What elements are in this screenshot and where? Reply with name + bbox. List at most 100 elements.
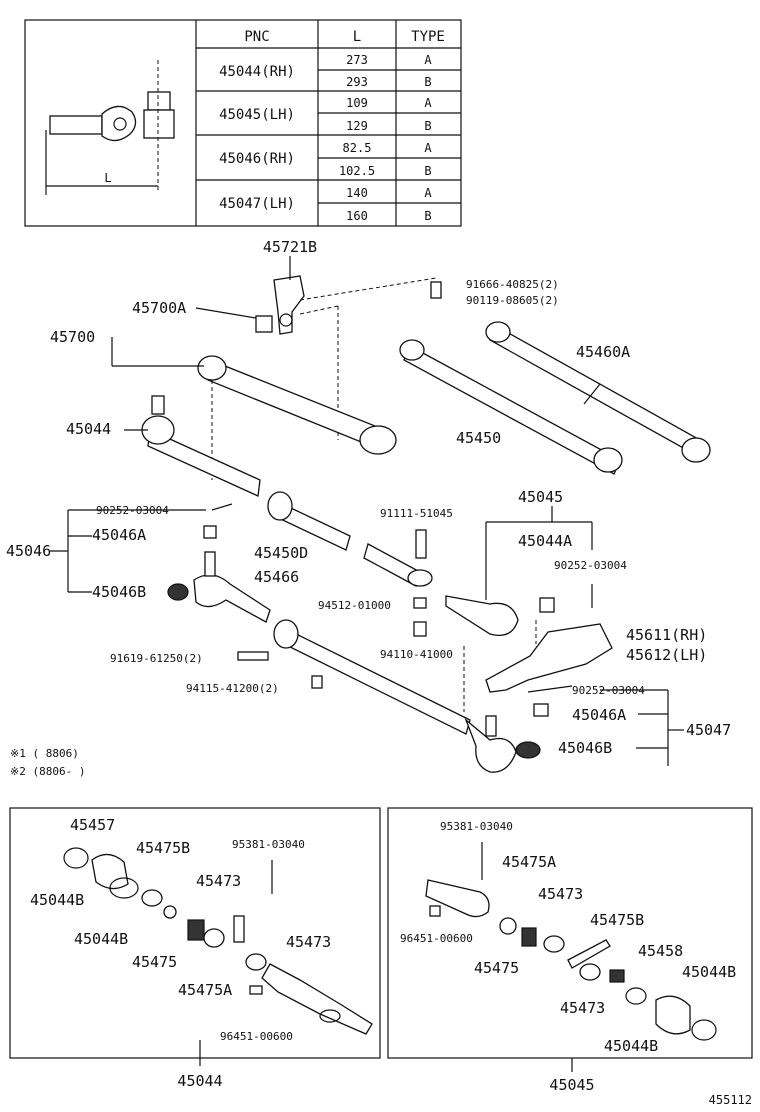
steering-linkage-assembly [50, 256, 711, 773]
tie-rod-socket [425, 879, 490, 918]
callout-labels: 45721B 91666-40825(2) 90119-08605(2) 457… [6, 238, 731, 778]
nut-shape [255, 315, 273, 333]
tie-rod-end-dimension-sketch: L [45, 60, 175, 195]
steering-knuckle-arm [485, 623, 613, 693]
label-96451: 96451-00600 [220, 1030, 293, 1043]
type-cell: A [424, 53, 432, 67]
label-45044b-r1: 45044B [682, 963, 736, 981]
label-45466: 45466 [254, 568, 299, 586]
label-45473-2: 45473 [286, 933, 331, 951]
label-90119: 90119-08605(2) [466, 294, 559, 307]
type-cell: A [424, 186, 432, 200]
l-cell: 293 [346, 75, 368, 89]
l-cell: 102.5 [339, 164, 375, 178]
grease-boot [167, 583, 189, 601]
l-cell: 160 [346, 209, 368, 223]
dimension-table: PNC L TYPE 45044(RH) 273 A 293 B 45045(L… [24, 19, 462, 227]
label-45046b-2: 45046B [558, 739, 612, 757]
pnc-cell: 45044(RH) [219, 64, 295, 80]
label-45473-r2: 45473 [560, 999, 605, 1017]
label-45611: 45611(RH) [626, 626, 707, 644]
label-90252-c: 90252-03004 [572, 684, 645, 697]
label-94110: 94110-41000 [380, 648, 453, 661]
label-91619: 91619-61250(2) [110, 652, 203, 665]
label-45045: 45045 [518, 488, 563, 506]
tie-rod-45466 [275, 625, 471, 735]
label-45475b-r: 45475B [590, 911, 644, 929]
label-45046b: 45046B [92, 583, 146, 601]
label-45475-r: 45475 [474, 959, 519, 977]
note-1: ※1 ( 8806) [10, 747, 79, 760]
label-45450d: 45450D [254, 544, 308, 562]
tube-45457 [91, 853, 129, 890]
label-45044b-r2: 45044B [604, 1037, 658, 1055]
label-96451-r: 96451-00600 [400, 932, 473, 945]
type-cell: B [424, 119, 431, 133]
label-45700: 45700 [50, 328, 95, 346]
label-45700a: 45700A [132, 299, 186, 317]
label-95381: 95381-03040 [232, 838, 305, 851]
label-45475a: 45475A [178, 981, 232, 999]
l-cell: 273 [346, 53, 368, 67]
label-45044a: 45044A [518, 532, 572, 550]
header-l: L [353, 29, 361, 45]
relay-rod [207, 359, 381, 449]
label-45044b-2: 45044B [74, 930, 128, 948]
detail-frame-right [387, 807, 753, 1059]
label-45473-r1: 45473 [538, 885, 583, 903]
type-cell: A [424, 96, 432, 110]
type-cell: B [424, 209, 431, 223]
label-45473-1: 45473 [196, 872, 241, 890]
type-cell: A [424, 141, 432, 155]
label-94115: 94115-41200(2) [186, 682, 279, 695]
l-cell: 129 [346, 119, 368, 133]
label-45612: 45612(LH) [626, 646, 707, 664]
label-45457: 45457 [70, 816, 115, 834]
label-90252-b: 90252-03004 [554, 559, 627, 572]
label-45046a: 45046A [92, 526, 146, 544]
label-91111: 91111-51045 [380, 507, 453, 520]
label-45475b: 45475B [136, 839, 190, 857]
tube-45458 [655, 995, 691, 1035]
label-90252-a: 90252-03004 [96, 504, 169, 517]
label-45475: 45475 [132, 953, 177, 971]
note-2: ※2 (8806- ) [10, 765, 85, 778]
label-45721b: 45721B [263, 238, 317, 256]
label-45044b-1: 45044B [30, 891, 84, 909]
label-45046: 45046 [6, 542, 51, 560]
pnc-cell: 45047(LH) [219, 196, 295, 212]
label-45047: 45047 [686, 721, 731, 739]
label-45046a-2: 45046A [572, 706, 626, 724]
label-45450: 45450 [456, 429, 501, 447]
pnc-cell: 45045(LH) [219, 107, 295, 123]
pnc-cell: 45046(RH) [219, 151, 295, 167]
header-type: TYPE [411, 29, 445, 45]
label-45475a-r: 45475A [502, 853, 556, 871]
l-cell: 82.5 [343, 141, 372, 155]
header-pnc: PNC [244, 29, 269, 45]
caption-45044: 45044 [177, 1072, 222, 1090]
detail-box-45044: 45457 45475B 95381-03040 45044B 45473 45… [9, 807, 381, 1090]
caption-45045: 45045 [549, 1076, 594, 1094]
bolt-shape [430, 281, 442, 299]
diagram-id: 455112 [709, 1093, 752, 1107]
label-95381-r: 95381-03040 [440, 820, 513, 833]
l-cell: 140 [346, 186, 368, 200]
label-45044: 45044 [66, 420, 111, 438]
dimension-l-label: L [104, 171, 111, 185]
tie-rod-45450 [403, 345, 621, 475]
tie-rod-body [261, 963, 373, 1035]
table-frame [24, 19, 462, 227]
tie-rod-end-45047 [464, 717, 517, 773]
label-45458: 45458 [638, 942, 683, 960]
label-94512: 94512-01000 [318, 599, 391, 612]
type-cell: B [424, 164, 431, 178]
label-91666: 91666-40825(2) [466, 278, 559, 291]
label-45460a: 45460A [576, 343, 630, 361]
l-cell: 109 [346, 96, 368, 110]
detail-box-45045: 95381-03040 45475A 45473 96451-00600 454… [387, 807, 753, 1094]
detail-frame-left [9, 807, 381, 1059]
type-cell: B [424, 75, 431, 89]
tie-rod-end-45045 [445, 595, 519, 637]
